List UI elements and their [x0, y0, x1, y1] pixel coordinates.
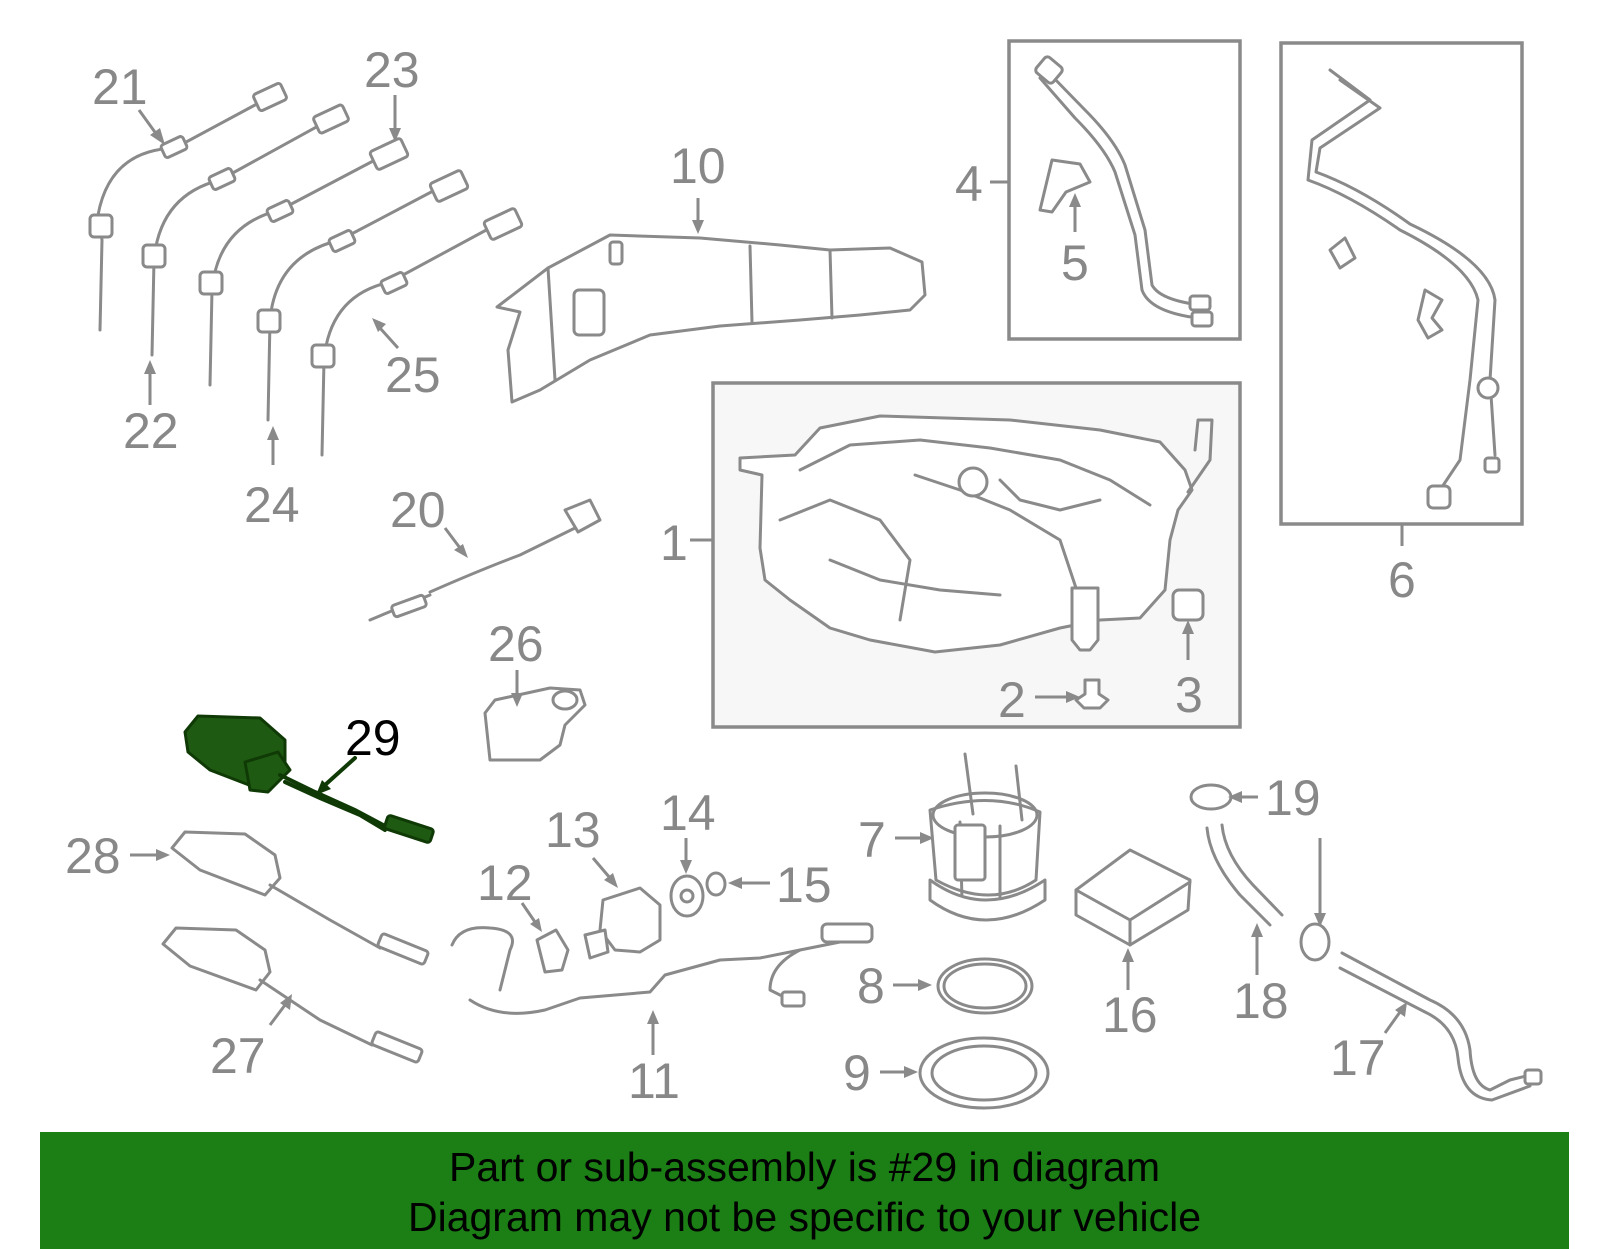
callout-16: 16 — [1102, 987, 1158, 1043]
callout-4: 4 — [955, 156, 983, 212]
callout-10: 10 — [670, 138, 726, 194]
callout-20: 20 — [390, 482, 446, 538]
callout-labels: 21 22 23 24 25 10 4 5 6 1 2 3 20 26 29 2… — [65, 42, 1416, 1109]
banner-line-disclaimer: Diagram may not be specific to your vehi… — [407, 1194, 1201, 1240]
temp-sensor-24 — [256, 169, 470, 422]
temp-sensor-21 — [88, 81, 288, 332]
callout-13: 13 — [545, 802, 601, 858]
callout-12: 12 — [477, 855, 533, 911]
callout-14: 14 — [660, 785, 716, 841]
callout-18: 18 — [1233, 973, 1289, 1029]
callout-22: 22 — [123, 403, 179, 459]
clip-5 — [1038, 158, 1092, 214]
callout-2: 2 — [998, 672, 1026, 728]
callout-11: 11 — [628, 1053, 680, 1109]
fuel-tank-1 — [738, 414, 1214, 654]
callout-28: 28 — [65, 828, 121, 884]
control-module-16 — [1074, 848, 1192, 947]
callout-1: 1 — [660, 515, 688, 571]
callout-23: 23 — [364, 42, 420, 98]
valve-13 — [583, 886, 662, 960]
callout-26: 26 — [488, 616, 544, 672]
callout-7: 7 — [858, 812, 886, 868]
leader-lines — [130, 95, 1407, 1078]
sensor-29-highlighted — [183, 714, 435, 844]
sensor-27 — [161, 926, 424, 1064]
heat-shield-10 — [495, 233, 927, 404]
temp-sensor-22 — [141, 103, 350, 357]
clamp-19-upper — [1189, 783, 1233, 811]
box-callout-4 — [1007, 39, 1242, 341]
banner-line-part: Part or sub-assembly is #29 in diagram — [449, 1144, 1160, 1190]
callout-9: 9 — [843, 1045, 871, 1101]
callout-6: 6 — [1388, 552, 1416, 608]
fuel-line-17 — [1338, 951, 1543, 1102]
bushing-3 — [1171, 588, 1205, 622]
callout-5: 5 — [1061, 235, 1089, 291]
sensor-20 — [368, 498, 602, 622]
callout-27: 27 — [210, 1028, 266, 1084]
washer-15 — [705, 871, 727, 897]
callout-29-highlighted: 29 — [345, 710, 401, 766]
fuel-line-6 — [1306, 68, 1501, 510]
fuel-line-4 — [1034, 55, 1214, 328]
box-callout-6 — [1279, 41, 1524, 526]
grommet-14 — [669, 874, 705, 918]
bracket-26 — [483, 686, 587, 762]
hose-18 — [1205, 823, 1284, 927]
sensor-28 — [170, 830, 430, 966]
temp-sensor-23 — [198, 137, 410, 387]
connector-12 — [535, 928, 570, 974]
callout-17: 17 — [1330, 1030, 1386, 1086]
callout-8: 8 — [857, 958, 885, 1014]
callout-19: 19 — [1265, 770, 1321, 826]
harness-11 — [450, 922, 874, 1015]
callout-15: 15 — [776, 857, 832, 913]
temp-sensor-25 — [310, 207, 524, 457]
lock-ring-9 — [918, 1036, 1050, 1110]
callout-3: 3 — [1175, 667, 1203, 723]
fuel-pump-7 — [928, 752, 1047, 922]
grommet-2 — [1074, 678, 1110, 710]
info-banner: Part or sub-assembly is #29 in diagram D… — [40, 1132, 1569, 1249]
callout-25: 25 — [385, 347, 441, 403]
callout-21: 21 — [92, 59, 148, 115]
clamp-19-lower — [1299, 922, 1331, 962]
callout-24: 24 — [244, 477, 300, 533]
seal-8 — [936, 957, 1034, 1015]
